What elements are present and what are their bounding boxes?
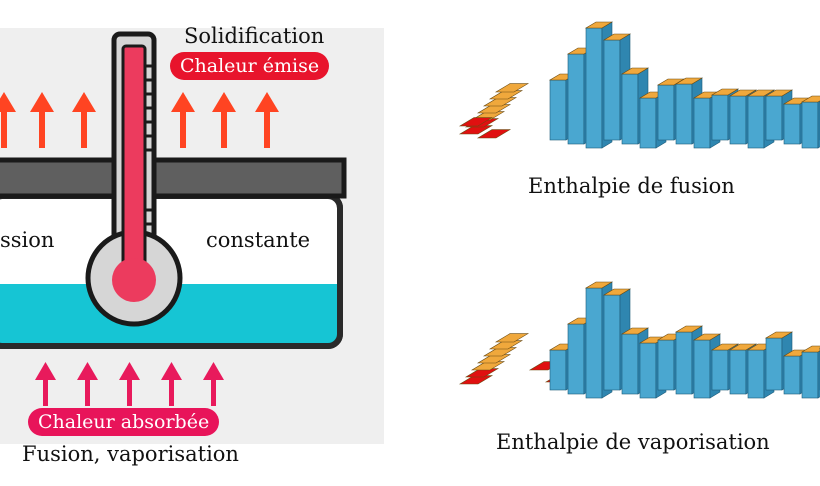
emitted-heat-arrow-icon [212,92,236,148]
vaporisation-chart-caption: Enthalpie de vaporisation [496,430,770,454]
absorbed-heat-arrow-icon [35,362,56,406]
enthalpy-charts: Enthalpie de fusion Enthalpie de vaporis… [400,0,820,482]
heat-transfer-diagram: Solidification Chaleur émise ssion const… [0,0,400,482]
emitted-heat-arrow-icon [72,92,96,148]
emitted-heat-arrows [0,92,279,148]
heat-absorbed-badge: Chaleur absorbée [28,408,220,436]
absorbed-heat-arrow-icon [119,362,140,406]
absorbed-heat-arrows [35,362,224,406]
emitted-heat-arrow-icon [171,92,195,148]
absorbed-heat-arrow-icon [161,362,182,406]
emitted-heat-arrow-icon [255,92,279,148]
emitted-heat-arrow-icon [0,92,16,148]
enthalpy-vaporisation-chart [458,281,820,399]
fusion-vaporisation-caption: Fusion, vaporisation [22,442,239,466]
enthalpy-charts-canvas [458,21,820,399]
heat-emitted-badge: Chaleur émise [170,52,330,80]
absorbed-heat-arrow-icon [203,362,224,406]
container-left-text: ssion [0,228,55,252]
emitted-heat-arrow-icon [30,92,54,148]
solidification-title: Solidification [184,24,325,48]
thermometer-icon [85,31,183,327]
diagram-canvas [0,28,384,444]
liquid [0,284,340,346]
absorbed-heat-arrow-icon [77,362,98,406]
lid [0,157,347,199]
container-right-text: constante [206,228,311,252]
fusion-chart-caption: Enthalpie de fusion [528,174,735,198]
enthalpy-fusion-chart [458,21,820,149]
